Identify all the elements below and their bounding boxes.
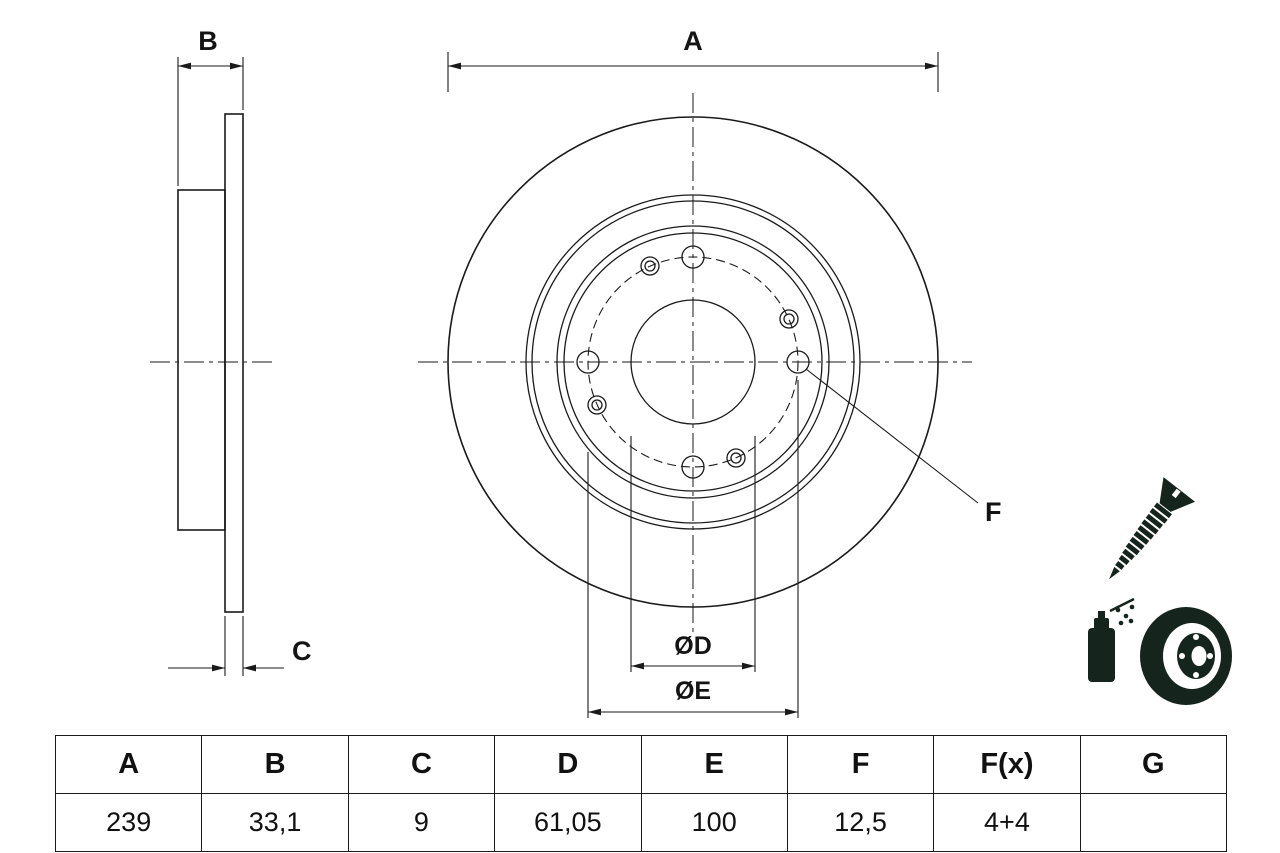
dimension-b: B	[177, 26, 244, 186]
col-header-f: F	[786, 735, 935, 794]
value-e: 100	[640, 793, 788, 852]
spray-can-brake-disc-icon	[1088, 597, 1232, 705]
locating-hole	[779, 309, 799, 329]
locating-hole	[587, 395, 607, 415]
value-a: 239	[54, 793, 203, 852]
dim-e-label: ØE	[675, 677, 711, 705]
countersunk-screw-icon	[1109, 477, 1196, 580]
dimension-d: ØD	[630, 436, 756, 672]
value-g	[1079, 793, 1228, 852]
dim-d-label: ØD	[674, 632, 712, 660]
value-fx: 4+4	[933, 793, 1081, 852]
dim-f-label: F	[985, 497, 1002, 527]
value-b: 33,1	[201, 793, 349, 852]
col-header-fx: F(x)	[933, 735, 1081, 794]
col-header-d: D	[494, 735, 642, 794]
col-header-e: E	[640, 735, 788, 794]
dim-a-label: A	[683, 26, 703, 56]
front-view-disc	[418, 93, 972, 632]
value-f: 12,5	[786, 793, 935, 852]
dim-b-label: B	[198, 26, 218, 56]
table-header-row: A B C D E F F(x) G	[54, 735, 1228, 794]
dim-c-label: C	[292, 636, 312, 666]
dimension-c: C	[168, 616, 312, 676]
side-view-disc-profile	[150, 113, 272, 613]
dimension-e: ØE	[587, 380, 799, 718]
table-value-row: 239 33,1 9 61,05 100 12,5 4+4	[54, 793, 1228, 852]
dimension-a: A	[447, 26, 939, 92]
locating-hole	[726, 448, 746, 468]
col-header-g: G	[1079, 735, 1228, 794]
col-header-c: C	[347, 735, 496, 794]
col-header-b: B	[201, 735, 349, 794]
dimension-table: A B C D E F F(x) G 239 33,1 9 61,05 100 …	[54, 735, 1228, 852]
value-d: 61,05	[494, 793, 642, 852]
locating-hole	[640, 256, 660, 276]
value-c: 9	[347, 793, 496, 852]
dimension-f-leader: F	[805, 368, 1002, 527]
col-header-a: A	[54, 735, 203, 794]
technical-drawing-canvas: B C	[150, 26, 1232, 718]
